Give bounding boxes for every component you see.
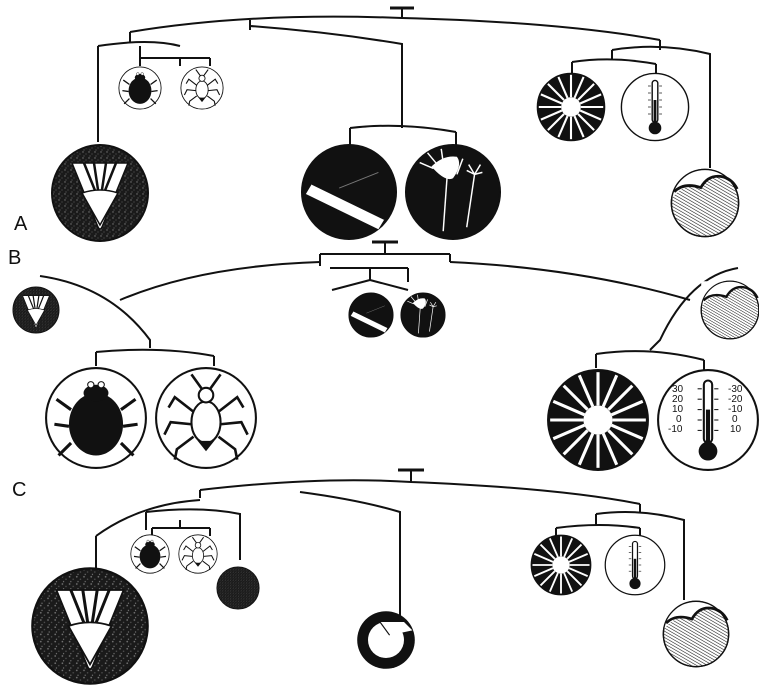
water-disk-icon — [663, 601, 728, 666]
beetle-icon — [119, 67, 161, 109]
sun-icon — [531, 535, 591, 595]
water-disk-icon — [701, 281, 759, 339]
therm-tick-left: -10 — [668, 424, 683, 435]
panel-label-a: A — [14, 213, 28, 235]
sun-icon — [537, 73, 604, 140]
thermometer-icon — [605, 535, 665, 595]
plant-disk-icon — [401, 293, 445, 337]
shade-disk-icon — [302, 145, 396, 239]
seed-disk-icon — [52, 145, 148, 241]
sun-icon — [548, 370, 648, 470]
water-disk-icon — [671, 169, 738, 236]
panel-label-b: B — [8, 247, 21, 269]
ring-icon — [357, 611, 415, 669]
aphid-icon — [156, 368, 256, 468]
beetle-icon — [46, 368, 146, 468]
thermometer-icon — [621, 73, 688, 140]
aphid-icon — [181, 67, 223, 109]
dark-disk-icon — [217, 567, 259, 609]
therm-tick-right: 10 — [730, 424, 742, 435]
seed-disk-icon — [13, 287, 59, 333]
plant-disk-icon — [406, 145, 500, 239]
beetle-icon — [131, 535, 169, 573]
thermometer-large: 30 20 10 0 -10 -30 -20 -10 0 10 — [658, 370, 758, 470]
shade-disk-icon — [349, 293, 393, 337]
seed-disk-icon — [32, 568, 147, 683]
aphid-icon — [179, 535, 217, 573]
panel-label-c: C — [12, 479, 26, 501]
